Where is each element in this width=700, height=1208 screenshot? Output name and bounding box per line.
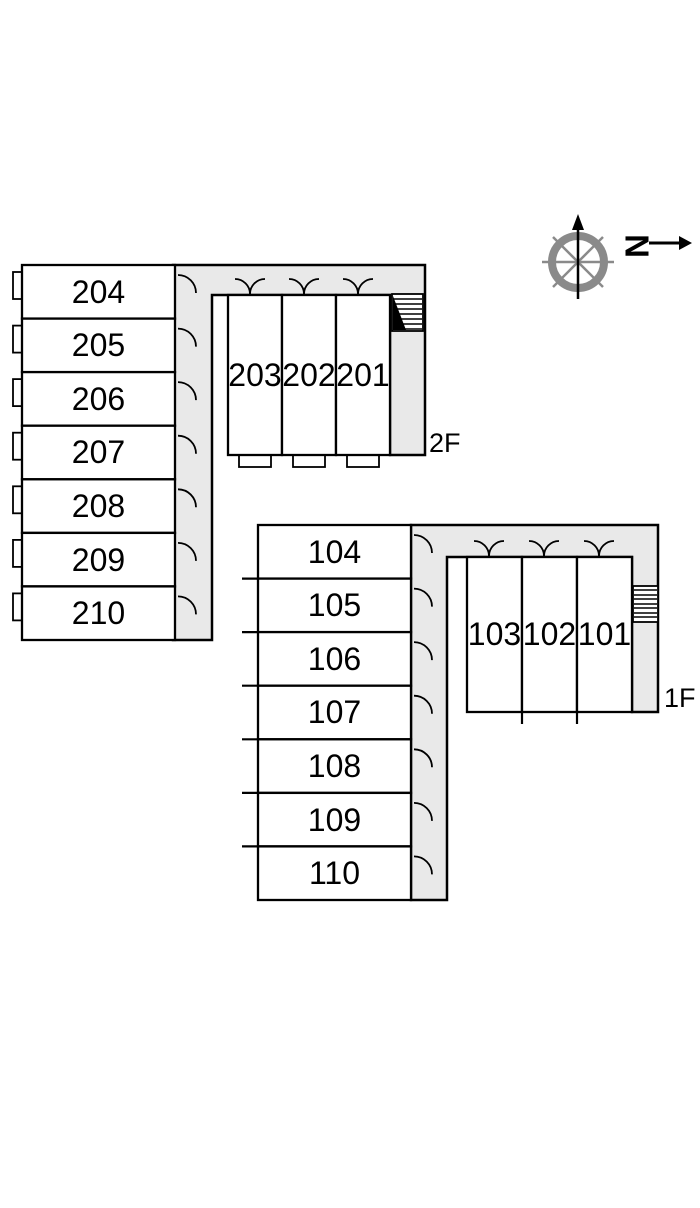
room-209: 209 [20, 531, 177, 588]
room-209-outline [20, 531, 177, 588]
room-205-label: 205 [72, 327, 125, 363]
staircase-2f-icon [391, 293, 424, 332]
room-201-outline [334, 293, 392, 457]
room-208-label: 208 [72, 488, 125, 524]
room-207-outline [20, 424, 177, 481]
room-209-label: 209 [72, 542, 125, 578]
room-107: 107 [256, 684, 413, 741]
room-108: 108 [256, 738, 413, 795]
room-206: 206 [20, 370, 177, 427]
door-arc-icon [413, 855, 433, 875]
door-arc-icon [177, 381, 197, 401]
room-103-label: 103 [468, 616, 521, 652]
room-206-label: 206 [72, 381, 125, 417]
room-106-outline [256, 630, 413, 687]
room-201-label: 201 [336, 357, 389, 393]
room-110-outline [256, 845, 413, 902]
room-203: 203 [226, 293, 284, 457]
room-103: 103 [465, 555, 524, 714]
balcony-ticks-1f-left [242, 577, 259, 848]
room-101: 101 [575, 555, 634, 714]
room-205-outline [20, 317, 177, 374]
room-207: 207 [20, 424, 177, 481]
room-202: 202 [280, 293, 338, 457]
room-109-outline [256, 791, 413, 848]
room-102-outline [520, 555, 579, 714]
room-109-label: 109 [308, 802, 361, 838]
room-201: 201 [334, 293, 392, 457]
door-arcs-1f-row [473, 540, 615, 557]
door-arcs-1f-column [413, 534, 433, 875]
door-arc-icon [488, 540, 505, 557]
room-206-outline [20, 370, 177, 427]
room-104: 104 [256, 523, 413, 580]
room-207-label: 207 [72, 434, 125, 470]
room-203-label: 203 [228, 357, 281, 393]
floor-label-1f: 1F [664, 683, 696, 713]
room-104-outline [256, 523, 413, 580]
door-arcs-2f-column [177, 274, 197, 615]
floor-label-2f: 2F [429, 428, 461, 458]
room-203-outline [226, 293, 284, 457]
door-arc-icon [543, 540, 560, 557]
room-202-outline [280, 293, 338, 457]
door-arc-icon [177, 327, 197, 347]
room-210: 210 [20, 585, 177, 642]
room-110-label: 110 [309, 855, 360, 891]
room-106: 106 [256, 630, 413, 687]
door-arc-icon [413, 748, 433, 768]
room-104-label: 104 [308, 534, 361, 570]
door-arc-icon [177, 274, 197, 294]
room-102-label: 102 [523, 616, 576, 652]
room-208-outline [20, 478, 177, 535]
room-204: 204 [20, 263, 177, 320]
room-107-label: 107 [308, 694, 361, 730]
stair-wedge [393, 296, 406, 330]
north-label: N [619, 234, 656, 258]
room-108-outline [256, 738, 413, 795]
door-arc-icon [177, 542, 197, 561]
room-107-outline [256, 684, 413, 741]
door-arc-icon [413, 534, 433, 554]
room-108-label: 108 [308, 748, 361, 784]
door-arc-icon [303, 278, 320, 295]
north-arrow-head [679, 236, 692, 250]
room-101-outline [575, 555, 634, 714]
door-arc-icon [249, 278, 266, 295]
room-208: 208 [20, 478, 177, 535]
room-110: 110 [256, 845, 413, 902]
room-105: 105 [256, 577, 413, 634]
compass-icon: N [542, 214, 692, 299]
door-arc-icon [413, 587, 433, 607]
balcony-ticks-1f-bottom [520, 712, 579, 724]
room-210-label: 210 [72, 595, 125, 631]
room-105-outline [256, 577, 413, 634]
staircase-1f-icon [632, 585, 659, 623]
door-arc-icon [177, 434, 197, 454]
door-arc-icon [598, 540, 615, 557]
door-arc-icon [413, 694, 433, 714]
room-204-label: 204 [72, 274, 125, 310]
door-arc-icon [413, 802, 433, 821]
room-205: 205 [20, 317, 177, 374]
door-arc-icon [357, 278, 374, 295]
room-102: 102 [520, 555, 579, 714]
door-arc-icon [413, 641, 433, 661]
door-arc-icon [177, 488, 197, 508]
room-101-label: 101 [578, 616, 631, 652]
door-arcs-2f-row [234, 278, 374, 295]
room-204-outline [20, 263, 177, 320]
door-arc-icon [177, 595, 197, 615]
room-210-outline [20, 585, 177, 642]
room-202-label: 202 [282, 357, 335, 393]
room-105-label: 105 [308, 587, 361, 623]
room-109: 109 [256, 791, 413, 848]
room-106-label: 106 [308, 641, 361, 677]
compass-needle-arrowhead [572, 214, 584, 230]
